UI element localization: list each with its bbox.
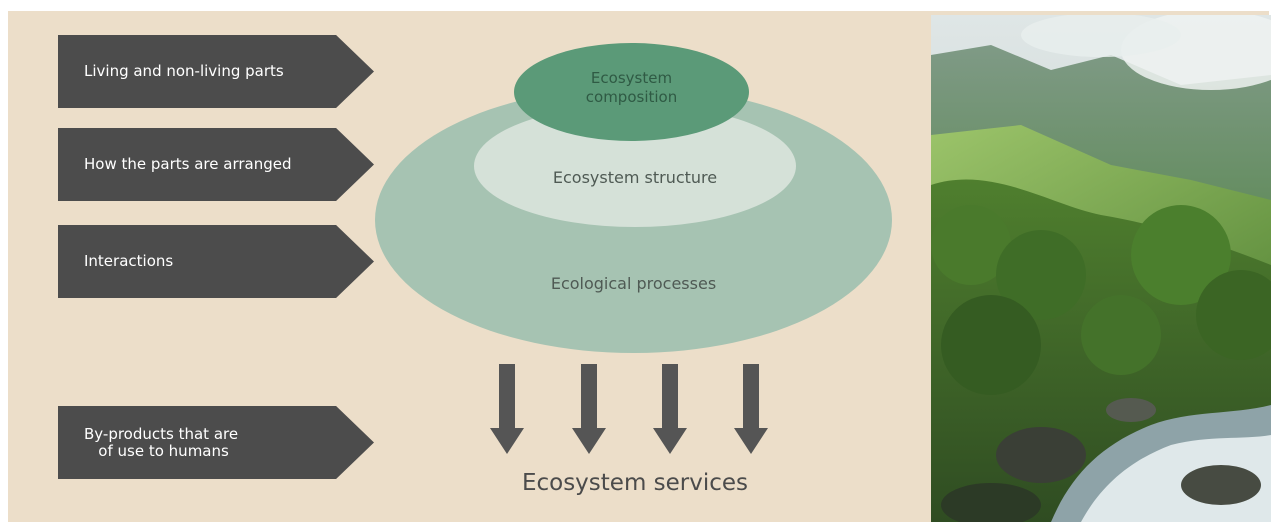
arrangement-label: How the parts are arranged [84,155,292,173]
down-arrow-icon [653,364,687,454]
down-arrow-icon [572,364,606,454]
interactions-label: Interactions [84,252,174,270]
ecological-processes-label: Ecological processes [550,274,717,293]
by-products-label: By-products that are of use to humans [84,424,239,460]
ecosystem-services-label: Ecosystem services [521,470,749,496]
down-arrow-icon [734,364,768,454]
arrangement-arrow: How the parts are arranged [58,128,374,201]
ecosystem-structure-label: Ecosystem structure [552,167,718,187]
ecosystem-composition-ellipse: Ecosystem composition [514,43,749,141]
interactions-arrow: Interactions [58,225,374,298]
living-parts-arrow: Living and non-living parts [58,35,374,108]
by-products-arrow: By-products that are of use to humans [58,406,374,479]
ecosystem-composition-label: Ecosystem composition [585,69,678,106]
mountain-stream-photo [931,15,1271,522]
down-arrow-icon [490,364,524,454]
living-parts-label: Living and non-living parts [84,62,284,80]
